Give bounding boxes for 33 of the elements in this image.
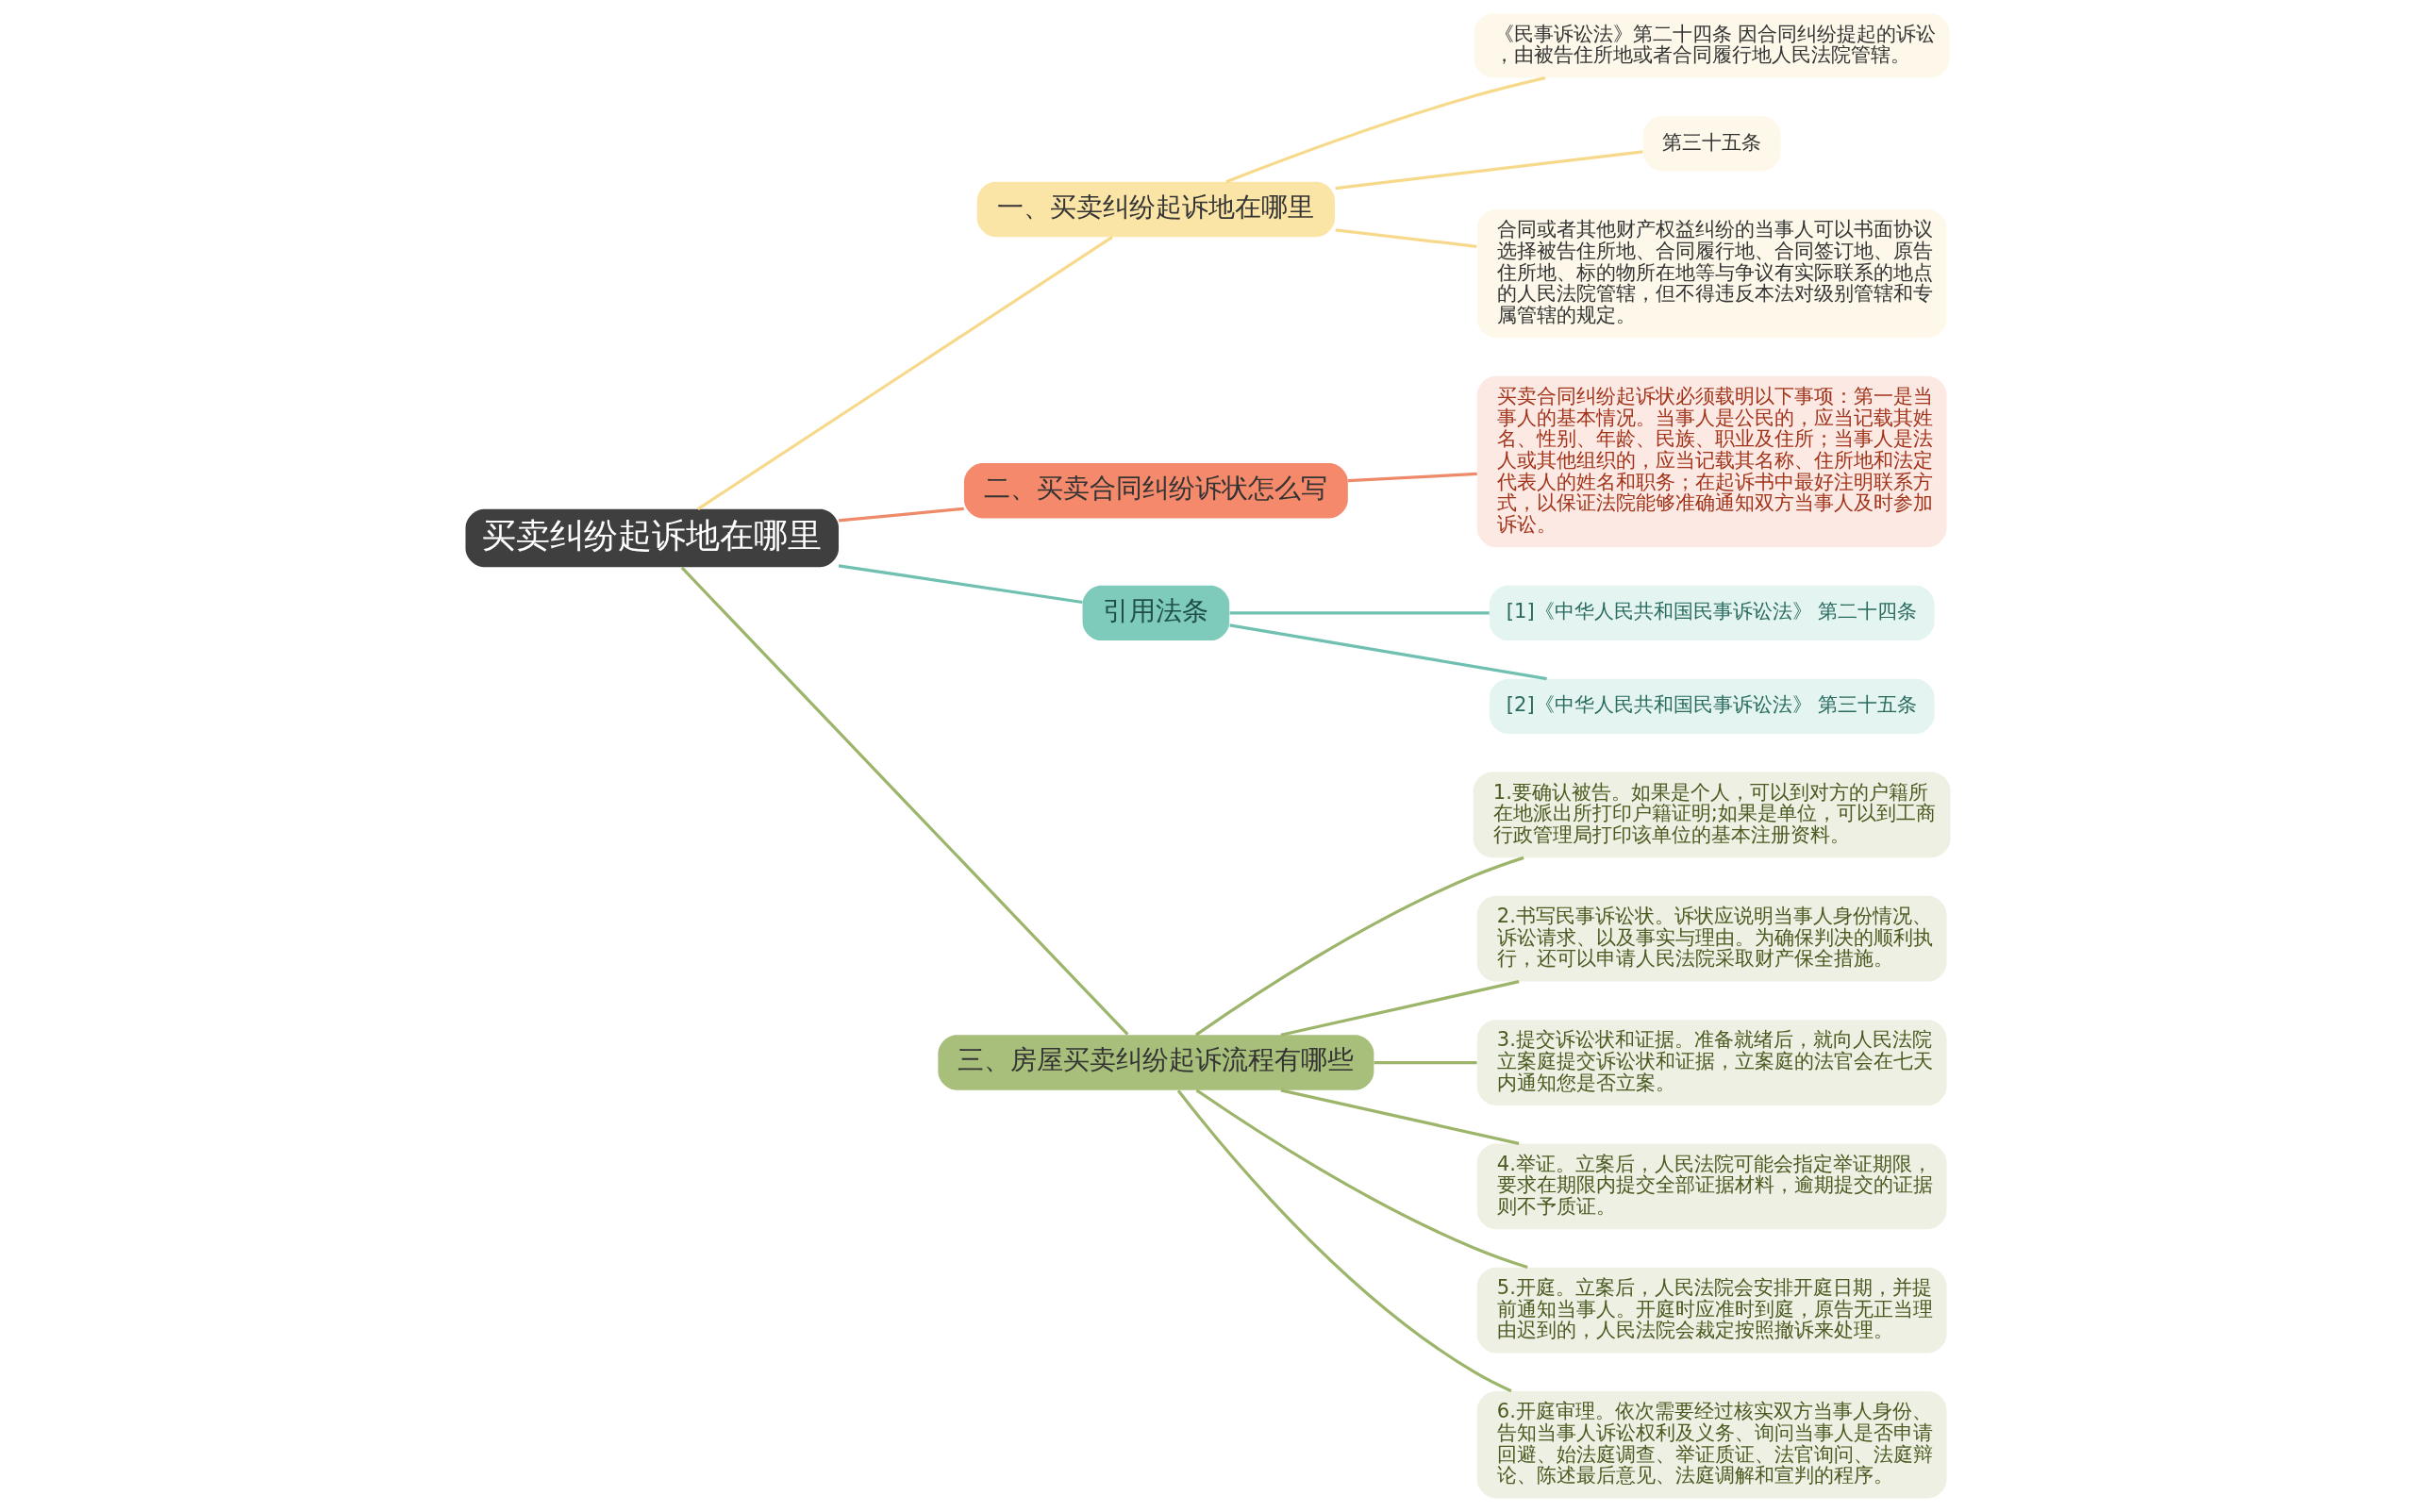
node-box: 买卖合同纠纷起诉状必须载明以下事项：第一是当事人的基本情况。当事人是公民的，应当记载其姓名、性别、年龄、民族、职业及住所；当事人是法人或其他组织的，应当记载其名称、住所地和法定代表人的姓名和职务；在起诉书中最好注明联系方式，以保证法院能够准确通知双方当事人及时参加诉讼。 bbox=[1476, 375, 1946, 548]
connector bbox=[1176, 1089, 1512, 1393]
connector bbox=[838, 507, 964, 523]
node-box: 《民事诉讼法》第二十四条 因合同纠纷提起的诉讼，由被告住所地或者合同履行地人民法院管辖。 bbox=[1474, 13, 1950, 78]
node-box: 6.开庭审理。依次需要经过核实双方当事人身份、告知当事人诉讼权利及义务、询问当事人是否申请回避、始法庭调查、举证质证、法官询问、法庭辩论、陈述最后意见、法庭调解和宣判的程序。 bbox=[1476, 1391, 1946, 1499]
connector bbox=[1347, 472, 1477, 483]
connector bbox=[1228, 623, 1547, 681]
node-box: [2]《中华人民共和国民事诉讼法》 第三十五条 bbox=[1489, 678, 1934, 734]
connector bbox=[696, 236, 1113, 510]
connector bbox=[1195, 1088, 1528, 1270]
connector bbox=[1224, 76, 1545, 184]
node-box: 买卖纠纷起诉地在哪里 bbox=[465, 508, 839, 568]
connector bbox=[1229, 611, 1490, 615]
node-box: 4.举证。立案后，人民法院可能会指定举证期限，要求在期限内提交全部证据材料，逾期提交的证据则不予质证。 bbox=[1476, 1143, 1946, 1230]
node-box: 一、买卖纠纷起诉地在哪里 bbox=[976, 181, 1335, 238]
node-box: 引用法条 bbox=[1082, 585, 1229, 641]
node-box: 合同或者其他财产权益纠纷的当事人可以书面协议选择被告住所地、合同履行地、合同签订地、原告住所地、标的物所在地等与争议有实际联系的地点的人民法院管辖，但不得违反本法对级别管辖和专属管辖的规定。 bbox=[1476, 209, 1946, 339]
connector bbox=[680, 566, 1128, 1036]
connector bbox=[1334, 228, 1477, 248]
connector bbox=[1279, 1088, 1519, 1145]
connector bbox=[1194, 856, 1524, 1037]
node-box: 第三十五条 bbox=[1642, 116, 1781, 172]
connector bbox=[838, 564, 1083, 605]
node-box: 5.开庭。立案后，人民法院会安排开庭日期，并提前通知当事人。开庭时应准时到庭，原告无正当理由迟到的，人民法院会裁定按照撤诉来处理。 bbox=[1476, 1267, 1946, 1354]
node-box: 1.要确认被告。如果是个人，可以到对方的户籍所在地派出所打印户籍证明;如果是单位，可以到工商行政管理局打印该单位的基本注册资料。 bbox=[1473, 772, 1950, 858]
node-box: 三、房屋买卖纠纷起诉流程有哪些 bbox=[937, 1035, 1374, 1090]
node-box: 3.提交诉讼状和证据。准备就绪后，就向人民法院立案庭提交诉讼状和证据，立案庭的法官会在七天内通知您是否立案。 bbox=[1476, 1020, 1946, 1105]
node-box: [1]《中华人民共和国民事诉讼法》 第二十四条 bbox=[1489, 585, 1934, 641]
connector bbox=[1374, 1060, 1477, 1065]
node-box: 2.书写民事诉讼状。诉状应说明当事人身份情况、诉讼请求、以及事实与理由。为确保判决的顺利执行，还可以申请人民法院采取财产保全措施。 bbox=[1476, 895, 1946, 982]
connector bbox=[1279, 980, 1519, 1037]
connector bbox=[1334, 150, 1643, 191]
node-box: 二、买卖合同纠纷诉状怎么写 bbox=[963, 463, 1348, 519]
